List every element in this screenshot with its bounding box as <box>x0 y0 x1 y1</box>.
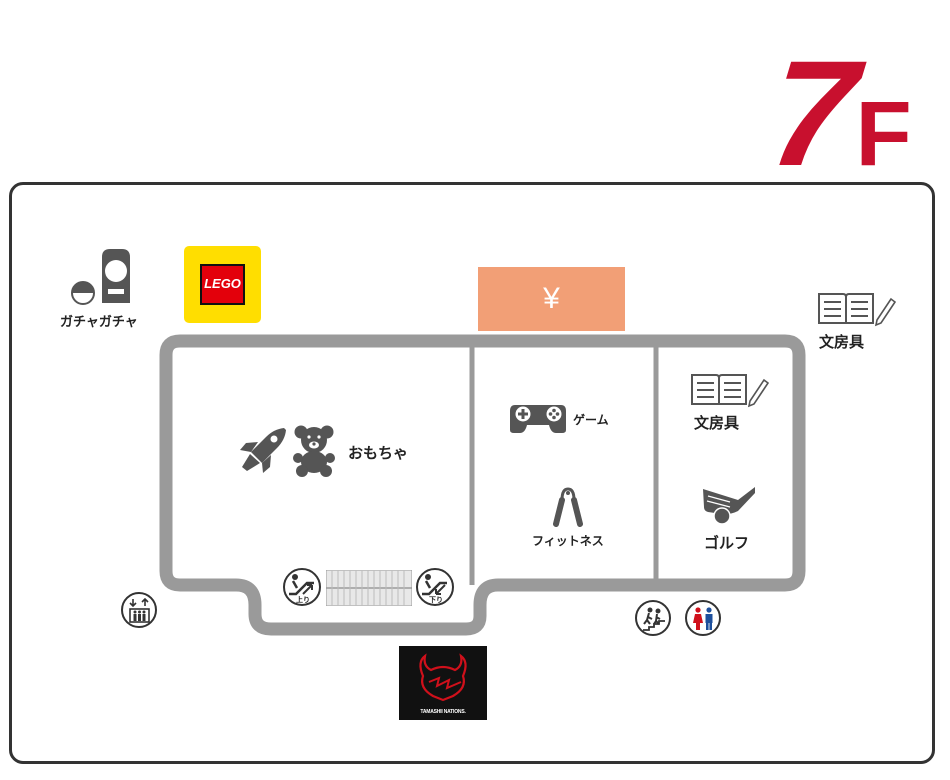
golf-label: ゴルフ <box>704 534 750 552</box>
escalator-down-icon <box>422 574 447 596</box>
escalator-up-label: 上り <box>296 596 310 604</box>
stairs-button[interactable] <box>635 600 671 636</box>
escalator-up-button[interactable]: 上り <box>283 568 321 606</box>
space-shuttle-icon <box>240 428 286 473</box>
golf-club-icon <box>703 487 755 525</box>
escalator-up-icon <box>289 574 314 596</box>
escalator-down-button[interactable]: 下り <box>416 568 454 606</box>
teddy-bear-icon <box>293 425 335 477</box>
floor-title: 7F <box>763 29 911 197</box>
book-pen-icon <box>818 293 897 327</box>
fitness-label: フィットネス <box>532 534 604 548</box>
restroom-icon <box>693 607 713 630</box>
book-pen-icon <box>691 374 770 408</box>
stairs-icon <box>643 607 665 631</box>
elevator-icon <box>129 598 150 623</box>
tamashii-nations-logo: TAMASHII NATIONS. <box>399 646 487 720</box>
tamashii-wordmark: TAMASHII NATIONS. <box>420 709 466 715</box>
game-controller-icon <box>510 405 566 433</box>
stationery-outside-label: 文房具 <box>819 333 865 351</box>
floor-unit: F <box>855 83 912 185</box>
stationery-label: 文房具 <box>694 414 740 432</box>
lego-wordmark: LEGO <box>200 264 245 305</box>
map-frame <box>9 182 935 764</box>
escalator-steps <box>326 570 412 606</box>
game-label: ゲーム <box>573 413 609 427</box>
lego-logo: LEGO <box>184 246 261 323</box>
tamashii-emblem-icon <box>419 653 467 702</box>
elevator-button[interactable] <box>121 592 157 628</box>
gachapon-icon <box>71 249 130 305</box>
escalator-down-label: 下り <box>429 596 443 604</box>
restroom-button[interactable] <box>685 600 721 636</box>
cashier-area[interactable]: ¥ <box>478 267 625 331</box>
gachapon-label: ガチャガチャ <box>60 315 138 330</box>
hand-gripper-icon <box>553 487 583 527</box>
toys-label: おもちゃ <box>348 444 409 462</box>
